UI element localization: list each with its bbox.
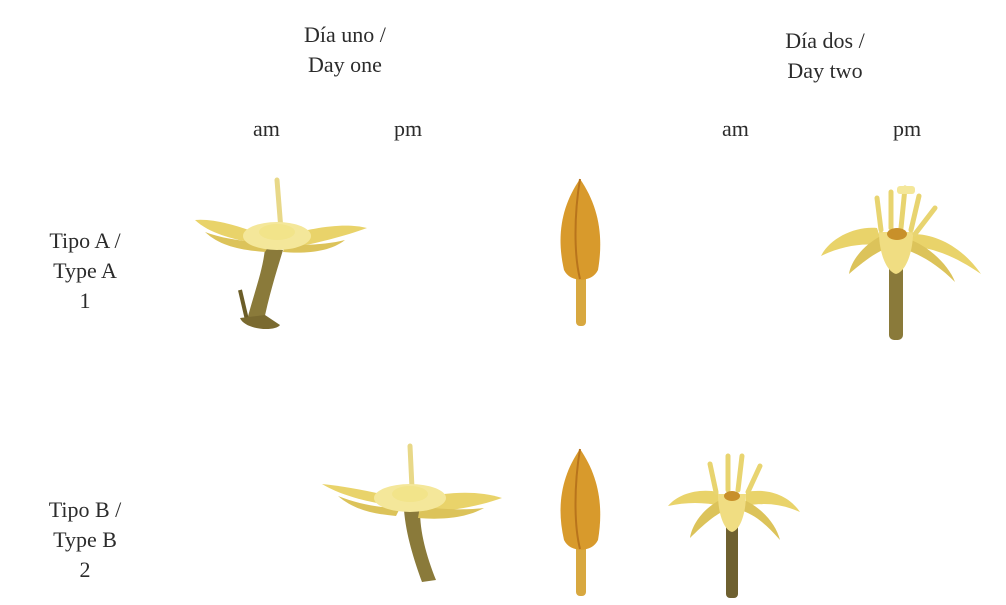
bud-type-b-day-two-am <box>560 448 601 596</box>
flower-type-a-day-two-pm <box>821 185 981 340</box>
row-type-a-label: Tipo A / Type A 1 <box>20 226 150 316</box>
row-a-number: 1 <box>79 288 91 313</box>
day-one-spanish-label: Día uno / <box>304 22 386 47</box>
day-one-pm-label: pm <box>394 116 423 141</box>
row-type-b-label: Tipo B / Type B 2 <box>20 495 150 585</box>
day-one-header: Día uno / Day one <box>260 20 430 80</box>
row-b-english-label: Type B <box>53 527 117 552</box>
day-two-pm-label: pm <box>893 116 922 141</box>
day-two-spanish-label: Día dos / <box>785 28 865 53</box>
flower-type-b-day-one-pm <box>322 443 502 582</box>
row-b-number: 2 <box>79 557 91 582</box>
day-two-english-label: Day two <box>787 58 863 83</box>
row-b-spanish-label: Tipo B / <box>48 497 122 522</box>
day-one-am-label: am <box>253 116 280 141</box>
day-two-am-label: am <box>722 116 749 141</box>
row-a-english-label: Type A <box>53 258 117 283</box>
day-two-header: Día dos / Day two <box>740 26 910 86</box>
bud-type-a-day-two-am <box>560 178 601 326</box>
row-a-spanish-label: Tipo A / <box>49 228 121 253</box>
flower-type-b-day-two <box>668 453 800 598</box>
flower-type-a-day-one-am <box>195 177 367 330</box>
day-one-english-label: Day one <box>308 52 382 77</box>
